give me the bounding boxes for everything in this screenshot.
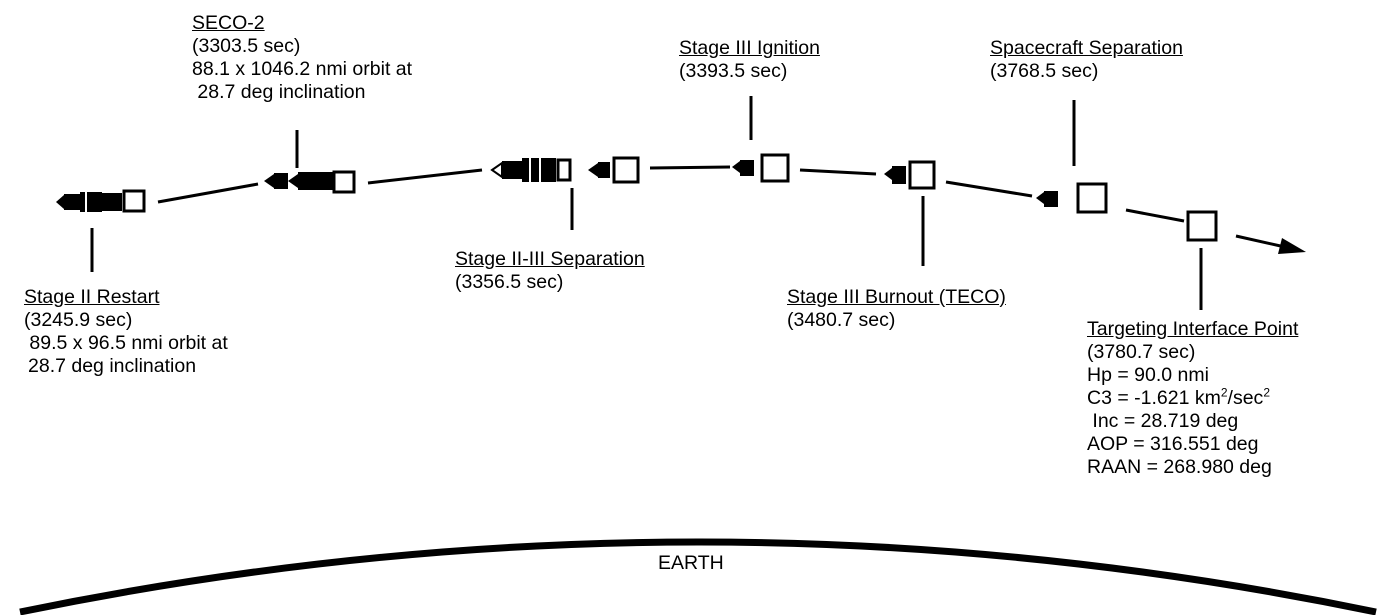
rocket-stage-iii-icon <box>884 160 936 190</box>
spacecraft-icon <box>1186 210 1218 242</box>
c3-exponent: 2 <box>1220 385 1228 400</box>
event-time: (3480.7 sec) <box>787 309 896 331</box>
rocket-full-stack-icon <box>264 170 356 194</box>
event-detail: 88.1 x 1046.2 nmi orbit at <box>192 58 413 80</box>
event-time: (3303.5 sec) <box>192 35 301 57</box>
spacecraft-icon <box>1076 182 1108 214</box>
earth-label: EARTH <box>658 552 724 574</box>
event-detail: 28.7 deg inclination <box>192 81 366 103</box>
earth-limb <box>19 538 1377 615</box>
event-time: (3780.7 sec) <box>1087 341 1196 363</box>
event-title: Spacecraft Separation <box>990 37 1183 59</box>
c3-exponent: 2 <box>1263 385 1270 400</box>
event-detail: Hp = 90.0 nmi <box>1087 364 1209 386</box>
event-time: (3768.5 sec) <box>990 60 1099 82</box>
trajectory-arrow-icon <box>1278 238 1306 254</box>
event-title: SECO-2 <box>192 12 265 34</box>
rocket-stage-iii-icon <box>588 156 640 184</box>
event-label-targeting-interface-point: Targeting Interface Point (3780.7 sec) H… <box>1087 318 1298 479</box>
c3-value: C3 = -1.621 km2/sec2 <box>1087 387 1298 410</box>
event-time: (3356.5 sec) <box>455 271 564 293</box>
event-title: Targeting Interface Point <box>1087 318 1299 340</box>
event-title: Stage III Burnout (TECO) <box>787 286 1006 308</box>
event-label-stage-iii-ignition: Stage III Ignition (3393.5 sec) <box>679 37 820 83</box>
trajectory-path <box>157 165 1286 249</box>
separated-stage-icon <box>490 158 572 182</box>
rocket-stage-iii-icon <box>732 153 790 183</box>
event-detail: AOP = 316.551 deg <box>1087 433 1259 455</box>
event-label-spacecraft-separation: Spacecraft Separation (3768.5 sec) <box>990 37 1183 83</box>
rocket-full-stack-icon <box>56 189 146 213</box>
event-detail: 89.5 x 96.5 nmi orbit at <box>24 332 228 354</box>
event-detail: RAAN = 268.980 deg <box>1087 456 1272 478</box>
event-title: Stage II Restart <box>24 286 160 308</box>
event-label-stage-ii-restart: Stage II Restart (3245.9 sec) 89.5 x 96.… <box>24 286 228 378</box>
c3-prefix: C3 = -1.621 km <box>1087 387 1221 409</box>
event-title: Stage III Ignition <box>679 37 820 59</box>
event-label-stage-iii-burnout: Stage III Burnout (TECO) (3480.7 sec) <box>787 286 1006 332</box>
event-label-seco-2: SECO-2 (3303.5 sec) 88.1 x 1046.2 nmi or… <box>192 12 412 104</box>
separated-stage-icon <box>1036 191 1058 207</box>
event-label-stage-ii-iii-separation: Stage II-III Separation (3356.5 sec) <box>455 248 645 294</box>
c3-unit: /sec <box>1227 387 1264 409</box>
event-time: (3245.9 sec) <box>24 309 133 331</box>
event-detail: Inc = 28.719 deg <box>1087 410 1239 432</box>
event-detail: 28.7 deg inclination <box>28 355 197 377</box>
event-title: Stage II-III Separation <box>455 248 645 270</box>
event-time: (3393.5 sec) <box>679 60 788 82</box>
